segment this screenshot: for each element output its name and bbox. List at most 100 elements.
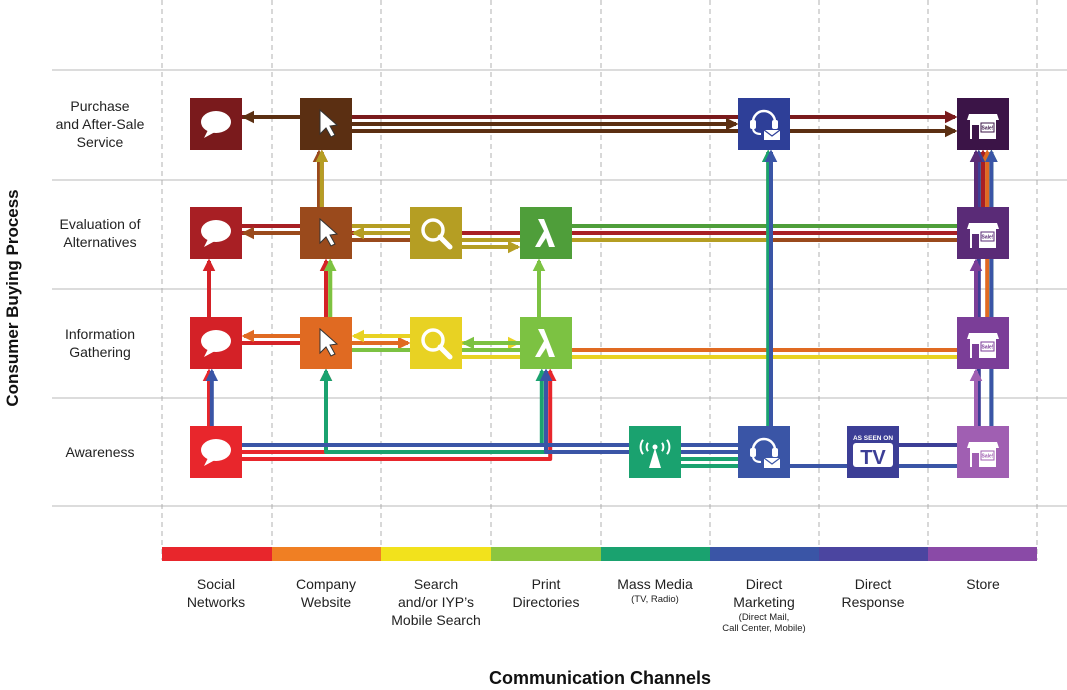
node-box	[738, 426, 790, 478]
storefront-icon: Sale!	[967, 114, 999, 139]
headset-mail-icon	[750, 437, 781, 468]
cursor-arrow-icon	[319, 108, 339, 138]
svg-text:Company: Company	[296, 576, 356, 592]
node-website-evaluation	[300, 207, 352, 259]
grid-lines	[52, 0, 1067, 560]
speech-bubble-icon	[201, 330, 231, 357]
svg-text:Directories: Directories	[513, 594, 580, 610]
stage-label-awareness: Awareness	[65, 444, 134, 460]
storefront-icon: Sale!	[967, 442, 999, 467]
node-search-information	[410, 317, 462, 369]
node-social-purchase	[190, 98, 242, 150]
node-website-purchase	[300, 98, 352, 150]
node-store-information: Sale!	[957, 317, 1009, 369]
sale-sign-label: Sale!	[982, 126, 994, 132]
svg-text:Response: Response	[841, 594, 904, 610]
svg-text:Social: Social	[197, 576, 235, 592]
flow-arrow	[790, 149, 998, 468]
flow-arrow	[242, 149, 990, 235]
node-social-information	[190, 317, 242, 369]
channel-nodes: AS SEEN ON TV Sale! Sale! Sale! Sale!	[190, 98, 1009, 478]
flow-arrow	[572, 149, 986, 228]
svg-text:Direct: Direct	[746, 576, 783, 592]
tv-label: TV	[860, 447, 886, 469]
node-social-awareness	[190, 426, 242, 478]
node-massmedia-awareness	[629, 426, 681, 478]
as-seen-on-tv-icon: AS SEEN ON TV	[853, 435, 893, 469]
sale-sign-label: Sale!	[982, 454, 994, 460]
channel-color-bar	[162, 547, 1037, 561]
svg-text:Mass Media: Mass Media	[617, 576, 693, 592]
node-print-information	[520, 317, 572, 369]
flow-arrow	[681, 149, 998, 468]
node-social-evaluation	[190, 207, 242, 259]
sale-sign-label: Sale!	[982, 235, 994, 241]
svg-text:Store: Store	[966, 576, 1000, 592]
color-bar-directresponse	[819, 547, 928, 561]
magnifier-icon	[421, 218, 453, 250]
svg-text:and/or IYP’s: and/or IYP’s	[398, 594, 474, 610]
node-search-evaluation	[410, 207, 462, 259]
walking-fingers-icon	[535, 329, 555, 357]
speech-bubble-icon	[201, 439, 231, 466]
color-bar-store	[928, 547, 1037, 561]
svg-text:Search: Search	[414, 576, 458, 592]
flow-arrow	[899, 149, 986, 447]
svg-text:Website: Website	[301, 594, 352, 610]
node-box	[738, 98, 790, 150]
cursor-arrow-icon	[319, 217, 339, 247]
svg-text:(TV, Radio): (TV, Radio)	[631, 594, 679, 605]
node-directmarketing-awareness	[738, 426, 790, 478]
speech-bubble-icon	[201, 111, 231, 138]
storefront-icon: Sale!	[967, 333, 999, 358]
svg-text:Direct: Direct	[855, 576, 892, 592]
node-box	[410, 317, 462, 369]
x-axis-title: Communication Channels	[489, 668, 711, 688]
cursor-arrow-icon	[319, 327, 339, 357]
flow-arrow	[681, 149, 775, 461]
svg-text:Call Center, Mobile): Call Center, Mobile)	[722, 623, 805, 634]
speech-bubble-icon	[201, 220, 231, 247]
node-store-awareness: Sale!	[957, 426, 1009, 478]
color-bar-directmarketing	[710, 547, 819, 561]
as-seen-on-label: AS SEEN ON	[853, 435, 893, 442]
node-directresponse-awareness: AS SEEN ON TV	[847, 426, 899, 478]
svg-text:Marketing: Marketing	[733, 594, 794, 610]
walking-fingers-icon	[535, 219, 555, 247]
node-print-evaluation	[520, 207, 572, 259]
flow-arrow	[242, 368, 557, 461]
svg-text:Networks: Networks	[187, 594, 245, 610]
channel-label-store: Store	[966, 576, 1000, 592]
color-bar-website	[272, 547, 381, 561]
flow-arrow	[319, 368, 629, 454]
color-bar-search	[381, 547, 491, 561]
svg-text:(Direct Mail,: (Direct Mail,	[739, 612, 790, 623]
svg-text:Print: Print	[532, 576, 561, 592]
broadcast-tower-icon	[639, 439, 671, 468]
flow-arrow	[242, 368, 333, 454]
color-bar-print	[491, 547, 601, 561]
node-store-purchase: Sale!	[957, 98, 1009, 150]
flow-arrow	[535, 368, 629, 447]
magnifier-icon	[421, 328, 453, 360]
node-store-evaluation: Sale!	[957, 207, 1009, 259]
svg-text:Mobile Search: Mobile Search	[391, 612, 481, 628]
node-directmarketing-purchase	[738, 98, 790, 150]
headset-mail-icon	[750, 109, 781, 140]
channel-label-massmedia: Mass Media (TV, Radio)	[617, 576, 693, 605]
color-bar-massmedia	[601, 547, 710, 561]
y-axis-title: Consumer Buying Process	[3, 189, 22, 406]
node-box	[410, 207, 462, 259]
